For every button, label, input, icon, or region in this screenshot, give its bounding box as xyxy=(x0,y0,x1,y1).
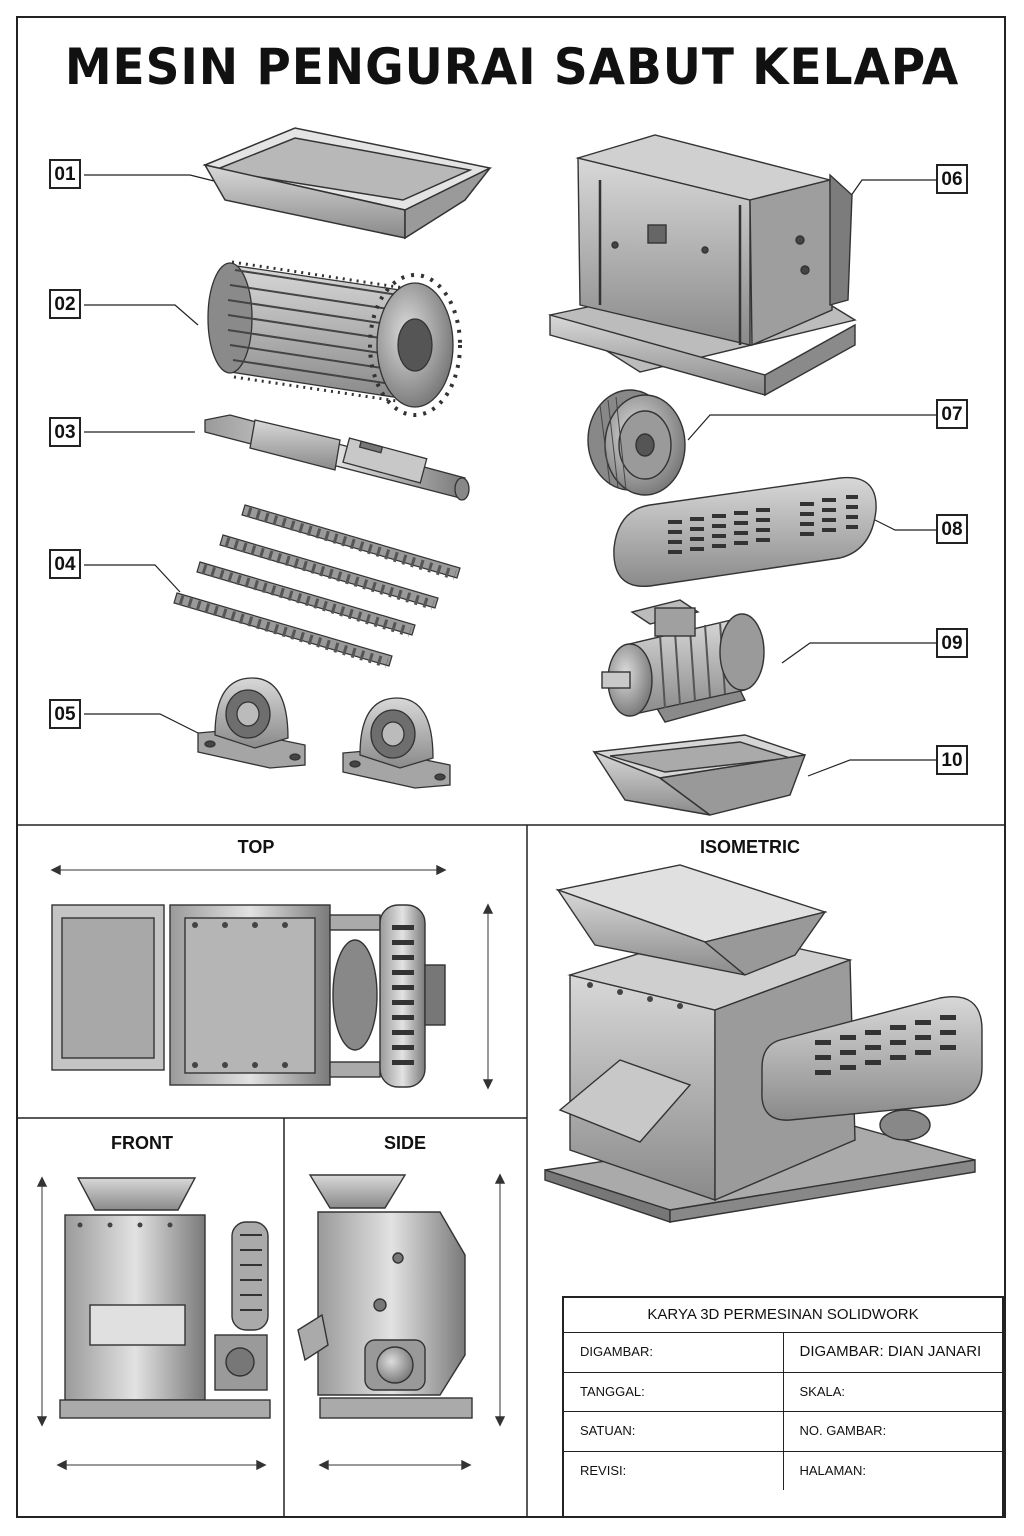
part-machine-frame xyxy=(548,134,857,397)
drawing-title: MESIN PENGURAI SABUT KELAPA xyxy=(64,38,960,96)
part-spike-bars xyxy=(174,504,461,666)
callout-08: 08 xyxy=(936,514,968,544)
part-pillow-blocks xyxy=(197,677,451,789)
title-block: KARYA 3D PERMESINAN SOLIDWORK DIGAMBAR: … xyxy=(562,1296,1004,1518)
callout-10: 10 xyxy=(936,745,968,775)
field-drawn-by-value: DIGAMBAR: DIAN JANARI xyxy=(799,1343,982,1360)
section-dividers xyxy=(17,824,1005,1518)
field-drawing-number-label: NO. GAMBAR: xyxy=(799,1423,887,1438)
part-discharge-chute xyxy=(592,734,807,816)
field-revision-label: REVISI: xyxy=(564,1451,784,1490)
callout-02: 02 xyxy=(49,289,81,319)
field-date-label: TANGGAL: xyxy=(564,1372,784,1411)
callout-09: 09 xyxy=(936,628,968,658)
field-drawn-by-label: DIGAMBAR: xyxy=(564,1333,784,1372)
callout-06: 06 xyxy=(936,164,968,194)
callout-01: 01 xyxy=(49,159,81,189)
title-block-row: SATUAN: NO. GAMBAR: xyxy=(564,1412,1002,1452)
field-scale-label: SKALA: xyxy=(799,1383,846,1399)
title-block-row: REVISI: HALAMAN: xyxy=(564,1451,1002,1490)
side-view-drawing xyxy=(297,1173,506,1471)
isometric-view-drawing xyxy=(544,864,983,1223)
front-view-drawing xyxy=(36,1176,271,1471)
leader-lines xyxy=(84,174,936,777)
callout-03: 03 xyxy=(49,417,81,447)
callout-04: 04 xyxy=(49,549,81,579)
view-label-top: TOP xyxy=(237,837,275,857)
part-belt-guard xyxy=(613,476,877,588)
field-page-label: HALAMAN: xyxy=(799,1462,866,1478)
part-spiked-drum xyxy=(207,260,462,417)
part-shaft xyxy=(204,414,470,501)
view-label-front: FRONT xyxy=(111,1133,173,1153)
title-block-row: TANGGAL: SKALA: xyxy=(564,1372,1002,1412)
title-block-heading: KARYA 3D PERMESINAN SOLIDWORK xyxy=(564,1298,1002,1333)
part-pulley xyxy=(587,389,686,496)
top-view-drawing xyxy=(50,864,494,1090)
view-label-isometric: ISOMETRIC xyxy=(699,837,800,857)
title-block-row: DIGAMBAR: DIGAMBAR: DIAN JANARI xyxy=(564,1333,1002,1373)
view-label-side: SIDE xyxy=(383,1133,426,1153)
part-electric-motor xyxy=(601,599,765,723)
callout-07: 07 xyxy=(936,399,968,429)
drawing-frame xyxy=(16,16,1006,1518)
callout-05: 05 xyxy=(49,699,81,729)
field-unit-label: SATUAN: xyxy=(564,1412,784,1451)
part-hopper-tray xyxy=(202,127,493,240)
